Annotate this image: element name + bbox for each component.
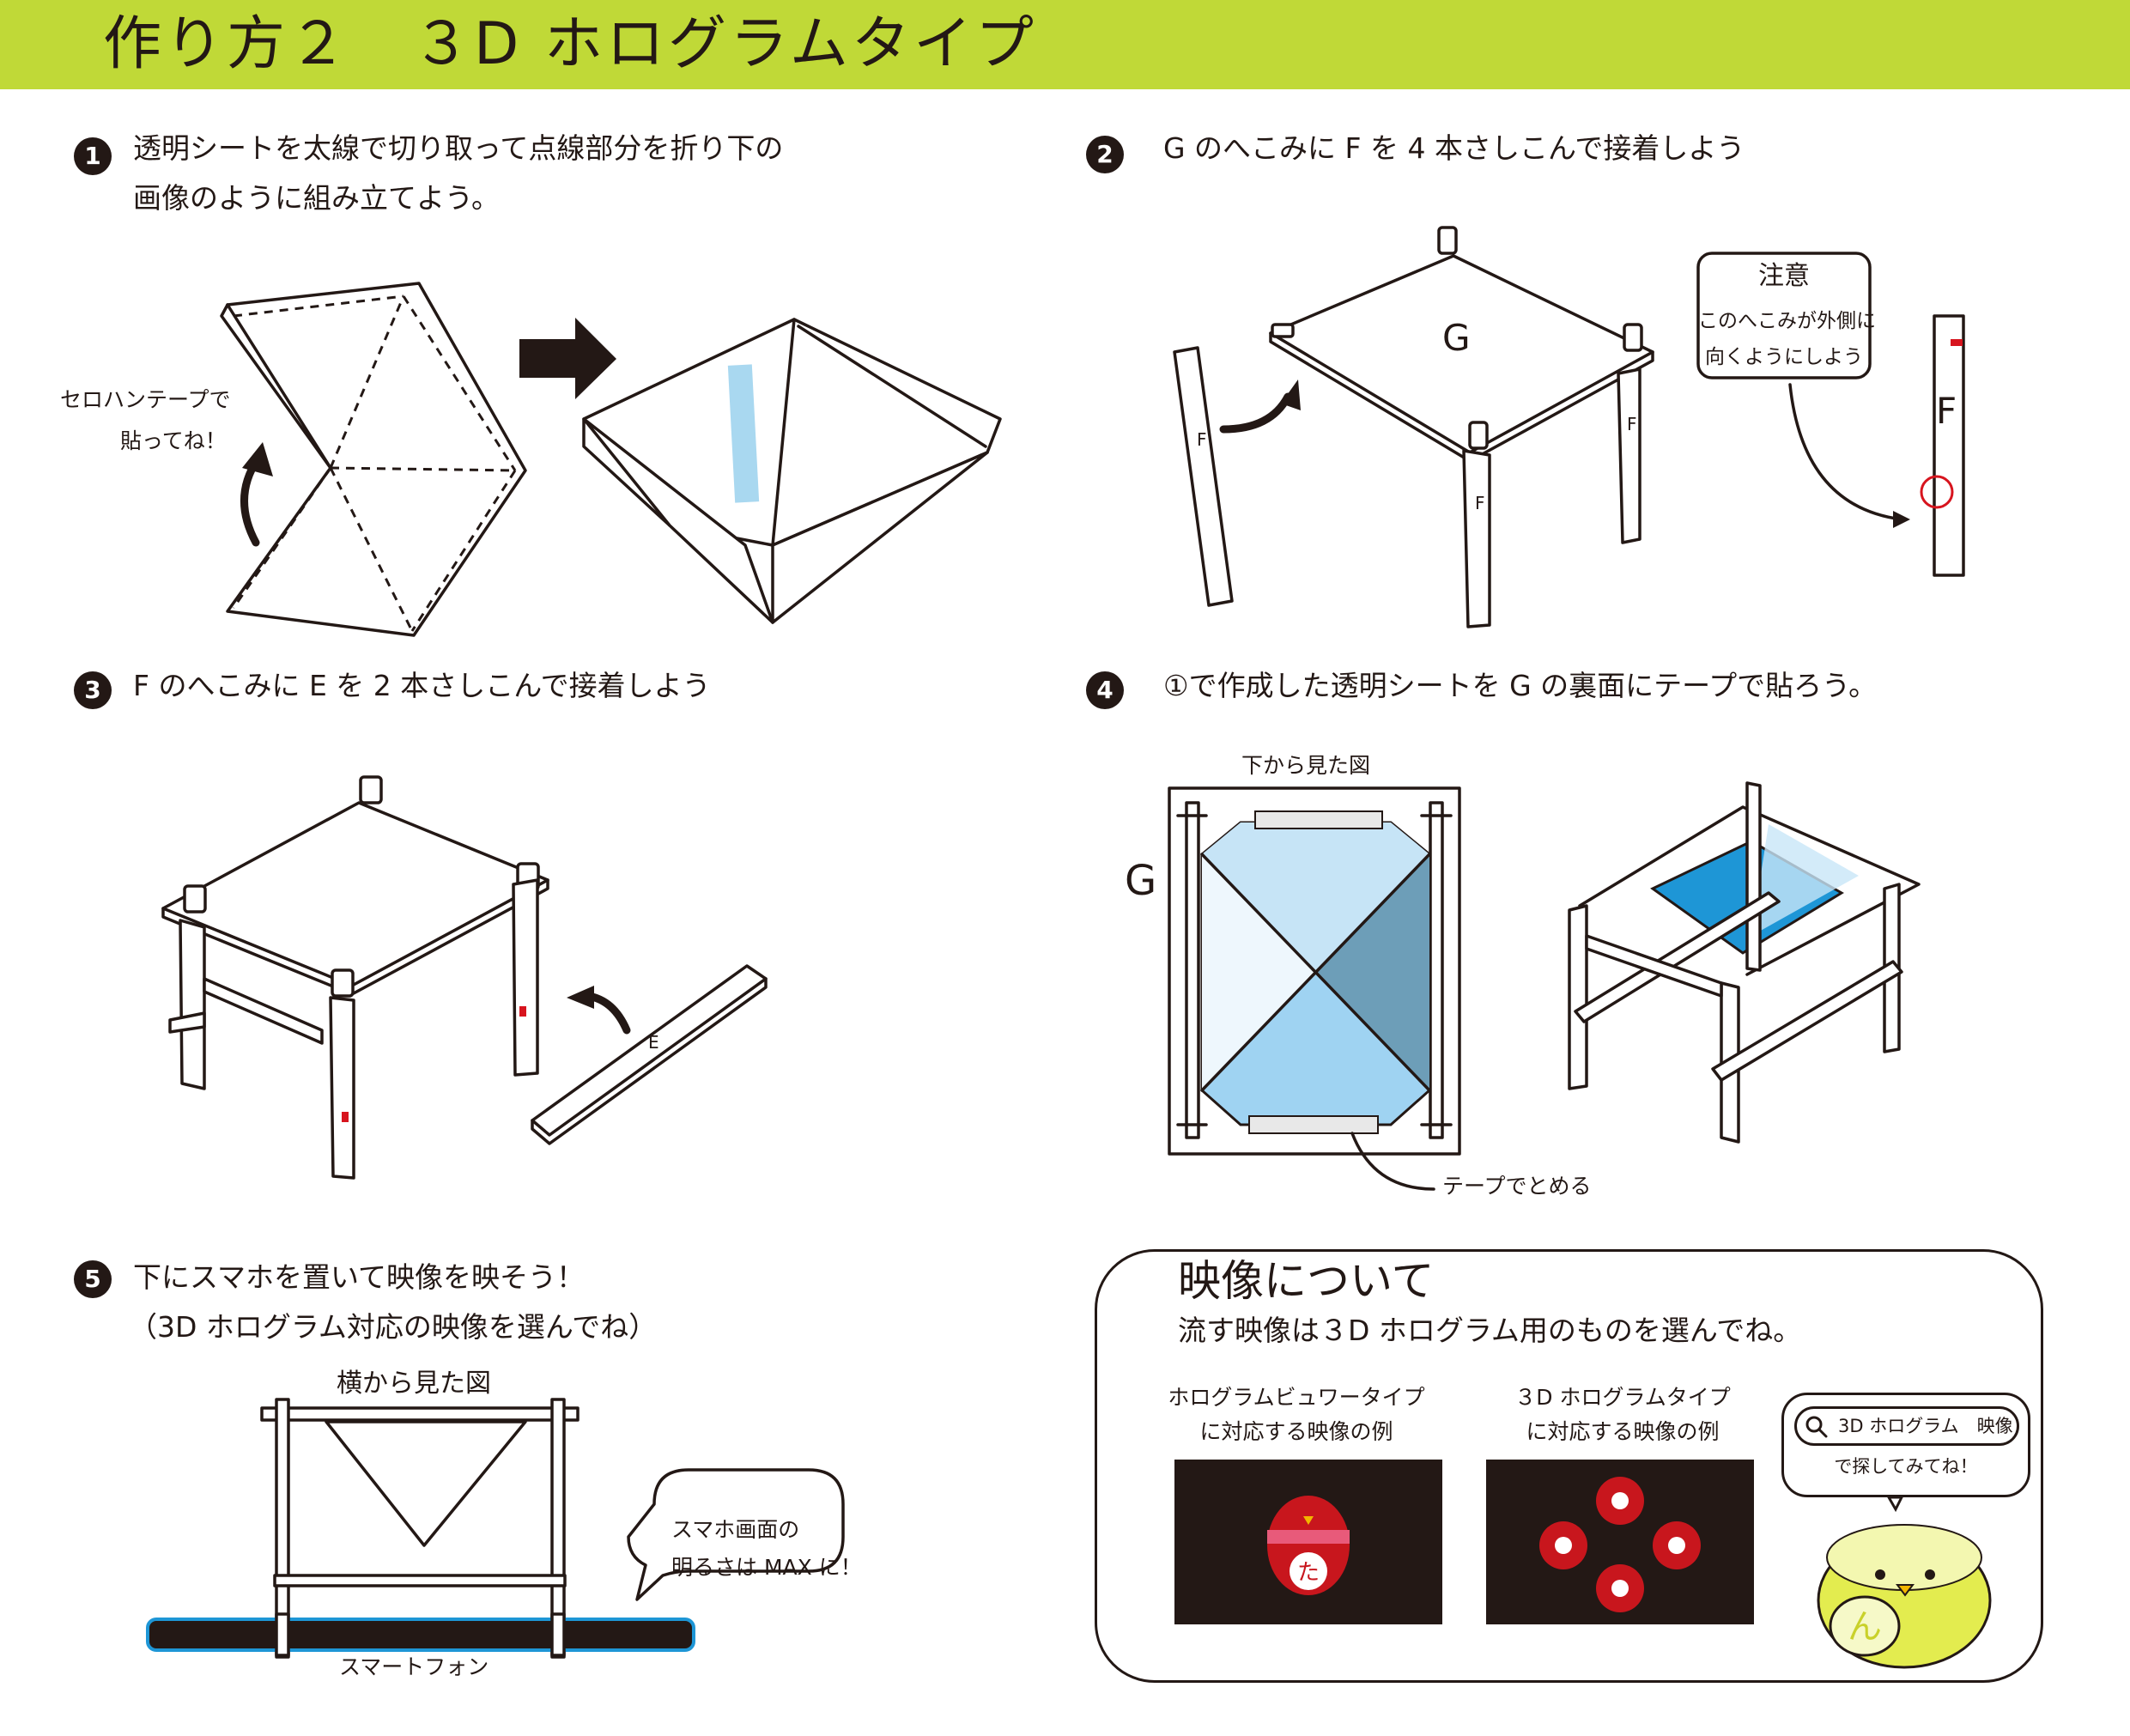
step2-text: G のへこみに F を 4 本さしこんで接着しよう [1163,131,1745,165]
leg-f-label-loose: F [1197,429,1207,450]
bubble-line1: スマホ画面の [671,1517,800,1542]
board-g-label-bottom: G [1125,857,1157,905]
search-box: 3D ホログラム 映像 [1794,1406,2019,1446]
board-g-label: G [1442,317,1471,359]
tape-note-line1: セロハンテープで [60,387,231,412]
frame-bottom-bar [273,1574,567,1587]
step5-text-line1: 下にスマホを置いて映像を映そう！ [133,1260,586,1294]
side-view-label: 横から見た図 [337,1369,491,1399]
step3-text: F のへこみに E を 2 本さしこんで接着しよう [133,669,711,702]
example1-thumbnail: た [1174,1460,1442,1624]
tape-bottom [1248,1115,1379,1134]
step-number-2: 2 [1086,136,1124,173]
mascot-character-icon: ん [1817,1496,1992,1669]
example2-caption-line1: ３D ホログラムタイプ [1514,1385,1731,1410]
frame-left-post [275,1398,290,1659]
example2-caption-line2: に対応する映像の例 [1526,1419,1720,1444]
sheet-tab-edge [220,303,332,470]
leg-f-right [1617,367,1641,544]
step-number-1: 1 [74,137,112,175]
mascot-single-icon: た [1267,1496,1350,1595]
step-number-4: 4 [1086,671,1124,709]
step4-text: ①で作成した透明シートを G の裏面にテープで貼ろう。 [1163,669,1878,702]
tape-note-line2: 貼ってね！ [120,428,227,453]
search-hint-text: で探してみてね！ [1834,1456,1978,1477]
leg-f-front [1462,449,1491,628]
leg-f-label-front: F [1475,493,1485,513]
video-description: 流す映像は３D ホログラム用のものを選んでね。 [1178,1314,1802,1347]
step-number-3: 3 [74,671,112,709]
video-info-panel [1095,1249,2043,1683]
smartphone-screen [146,1618,695,1652]
leg-detail [1933,314,1965,577]
right-arrow-icon [519,318,616,399]
step-number-5: 5 [74,1260,112,1298]
video-title: 映像について [1178,1256,1435,1306]
loose-leg-f [1173,346,1234,607]
example2-thumbnail [1486,1460,1754,1624]
mascot-four-view-icon [1539,1477,1701,1612]
frame-right-post [550,1398,566,1659]
step1-text-line2: 画像のように組み立てよう。 [133,181,501,215]
example1-caption-line1: ホログラムビュワータイプ [1168,1385,1425,1410]
example1-caption-line2: に対応する映像の例 [1199,1419,1393,1444]
leg-front [329,996,355,1180]
hologram-pyramid [325,1420,527,1547]
brightness-bubble [627,1468,845,1601]
bottom-view-label: 下から見た図 [1241,753,1371,778]
notch-highlight-circle [1920,475,1954,509]
tape-label: テープでとめる [1442,1174,1592,1199]
bar-e-label: E [648,1032,659,1053]
smartphone-label: スマートフォン [339,1654,489,1679]
caution-title: 注意 [1758,261,1810,291]
header-bar [0,0,2130,89]
leg-right [512,878,539,1077]
tape-top [1254,810,1383,829]
caution-box [1696,252,1872,379]
step1-text-line1: 透明シートを太線で切り取って点線部分を折り下の [133,131,784,165]
frame-top-bar [260,1406,580,1422]
svg-text:ん: ん [1848,1607,1882,1647]
bubble-line2: 明るさは MAX に！ [671,1555,862,1580]
step5-text-line2: （3D ホログラム対応の映像を選んでね） [129,1310,658,1344]
page-title: 作り方２ ３D ホログラムタイプ [103,10,1037,78]
tape-strip [727,364,760,503]
caution-line1: このへこみが外側に [1698,310,1876,332]
leg-f-label-right: F [1627,414,1637,434]
frame-leg-left [1568,904,1588,1090]
search-icon [1805,1416,1828,1438]
leg-detail-f-label: F [1936,390,1957,432]
caution-line2: 向くようにしよう [1705,346,1863,368]
svg-text:た: た [1297,1560,1320,1586]
